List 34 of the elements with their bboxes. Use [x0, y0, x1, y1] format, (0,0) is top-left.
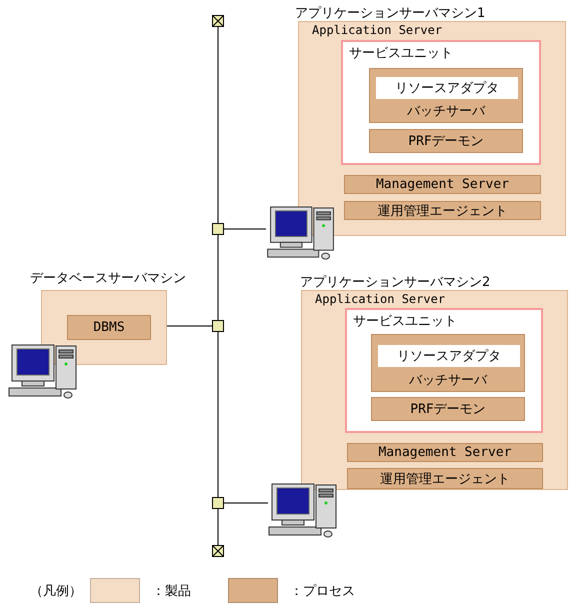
- process-label: バッチサーバ: [406, 103, 486, 120]
- process-box: Management Server: [347, 443, 543, 462]
- machine-heading: データベースサーバマシン: [30, 270, 186, 287]
- process-box: PRFデーモン: [369, 129, 523, 153]
- network-line: [224, 502, 268, 504]
- junction-square: [212, 223, 224, 235]
- machine-heading: アプリケーションサーバマシン2: [300, 274, 490, 291]
- process-label: バッチサーバ: [408, 372, 488, 389]
- unit-heading: サービスユニット: [349, 45, 453, 62]
- legend-label: ：製品: [152, 583, 191, 600]
- legend-label: ：プロセス: [290, 583, 355, 600]
- server-label: Application Server: [312, 23, 442, 37]
- process-box: PRFデーモン: [371, 397, 525, 421]
- service-unit-box: [341, 40, 541, 165]
- junction-square: [212, 320, 224, 332]
- process-box: 運用管理エージェント: [344, 201, 541, 220]
- terminator-icon: [212, 545, 224, 557]
- service-unit-box: [345, 308, 543, 433]
- machine-panel: [300, 273, 568, 490]
- server-label: Application Server: [315, 292, 446, 306]
- process-box: [369, 68, 523, 123]
- junction-square: [212, 497, 224, 509]
- machine-panel: [295, 4, 566, 236]
- component-box: リソースアダプタ: [378, 345, 520, 367]
- unit-heading: サービスユニット: [353, 313, 457, 330]
- machine-heading: アプリケーションサーバマシン1: [295, 5, 486, 22]
- process-box: 運用管理エージェント: [347, 468, 543, 489]
- process-box: [371, 334, 525, 392]
- terminator-icon: [212, 15, 224, 27]
- component-box: リソースアダプタ: [376, 77, 518, 99]
- network-line: [224, 228, 266, 230]
- process-box: DBMS: [67, 315, 151, 340]
- legend-heading: （凡例）: [30, 583, 82, 600]
- process-box: Management Server: [344, 175, 541, 194]
